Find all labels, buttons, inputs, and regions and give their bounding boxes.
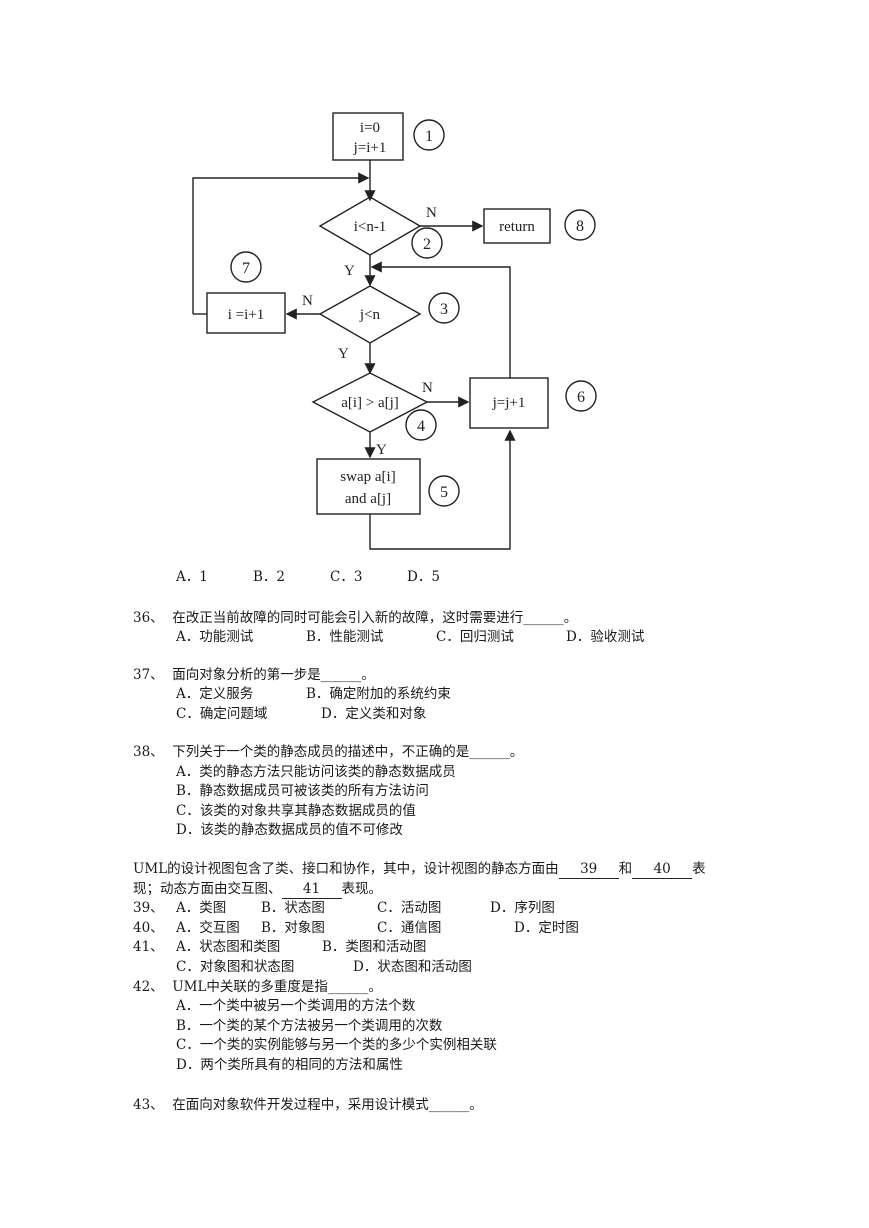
- circle-8: [564, 209, 596, 241]
- q43-stem: 43、 在面向对象软件开发过程中，采用设计模式______。: [133, 1097, 483, 1113]
- node-8-box: [483, 208, 551, 244]
- node-1-box: [332, 112, 404, 161]
- circle-3-label: 3: [440, 301, 448, 318]
- circle-2-label: 2: [423, 236, 431, 253]
- q38-option-a: A．类的静态方法只能访问该类的静态数据成员: [176, 764, 456, 780]
- q40-option-d: D．定时图: [514, 920, 579, 936]
- circle-5: [428, 475, 460, 507]
- flowchart-svg: i=0 j=i+1 i<n-1 j<n a[i] > a[j] swap a[i…: [192, 112, 597, 550]
- edge-label-n-2: N: [426, 205, 437, 221]
- q42-option-b: B．一个类的某个方法被另一个类调用的次数: [176, 1018, 443, 1034]
- q37-option-a: A．定义服务: [176, 686, 254, 702]
- circle-1-label: 1: [425, 128, 433, 145]
- q39-option-b: B．状态图: [261, 900, 325, 916]
- q38-stem: 38、 下列关于一个类的静态成员的描述中，不正确的是______。: [133, 744, 524, 760]
- q35-option-d: D．5: [407, 569, 440, 585]
- node-5-line1: swap a[i]: [340, 469, 395, 485]
- q35-option-a: A．1: [176, 569, 208, 585]
- node-1-line2: j=i+1: [353, 140, 387, 156]
- circle-2: [411, 227, 443, 259]
- stem-part1: UML的设计视图包含了类、接口和协作，其中，设计视图的静态方面由: [133, 861, 559, 877]
- stem-part2: 和: [618, 861, 633, 877]
- q40-options: 40、 A．交互图 B．对象图 C．通信图 D．定时图: [133, 919, 579, 937]
- q39-option-c: C．活动图: [377, 900, 442, 916]
- node-7-box: [206, 292, 286, 334]
- q38-option-b: B．静态数据成员可被该类的所有方法访问: [176, 783, 429, 799]
- q40-option-b: B．对象图: [261, 920, 325, 936]
- node-8-text: return: [499, 219, 535, 235]
- node-6-text: j=j+1: [492, 395, 526, 411]
- circle-8-label: 8: [576, 218, 584, 235]
- q35-option-b: B．2: [253, 569, 286, 585]
- q36-option-c: C．回归测试: [436, 629, 514, 645]
- stem-line2-part1: 现；动态方面由交互图、: [133, 881, 282, 897]
- blank-39: 39: [558, 860, 619, 879]
- node-2-text: i<n-1: [354, 219, 387, 235]
- edge-label-y-4: Y: [376, 442, 387, 458]
- circle-6-label: 6: [577, 389, 585, 406]
- circle-3: [428, 292, 460, 324]
- q41-option-b: B．类图和活动图: [322, 939, 427, 955]
- circle-4-label: 4: [417, 418, 425, 435]
- node-1-line1: i=0: [360, 120, 380, 136]
- stem-part3: 表: [692, 861, 706, 877]
- q36-options: A．功能测试 B．性能测试 C．回归测试 D．验收测试: [176, 628, 644, 646]
- q37-options-row2: C．确定问题域 D．定义类和对象: [176, 705, 426, 723]
- node-3-diamond: [318, 285, 422, 344]
- blank-41: 41: [281, 880, 342, 899]
- circle-1: [413, 119, 445, 151]
- circle-7: [230, 251, 262, 283]
- q41-option-d: D．状态图和活动图: [353, 959, 472, 975]
- q38-option-d: D．该类的静态数据成员的值不可修改: [176, 822, 403, 838]
- node-3-text: j<n: [359, 307, 381, 323]
- q41-prefix: 41、: [133, 939, 164, 955]
- node-6-box: [469, 377, 549, 429]
- q36-stem: 36、 在改正当前故障的同时可能会引入新的故障，这时需要进行______。: [133, 610, 578, 626]
- q42-stem: 42、 UML中关联的多重度是指______。: [133, 979, 382, 995]
- node-4-text: a[i] > a[j]: [341, 395, 399, 411]
- stem-line2-part2: 表现。: [341, 881, 383, 897]
- q39-option-a: A．类图: [176, 900, 227, 916]
- q35-options: A．1 B．2 C．3 D．5: [176, 568, 440, 586]
- node-5-line2: and a[j]: [345, 491, 391, 507]
- q40-prefix: 40、: [133, 920, 164, 936]
- circle-7-label: 7: [242, 260, 250, 277]
- q41-option-a: A．状态图和类图: [176, 939, 281, 955]
- q39-prefix: 39、: [133, 900, 164, 916]
- q36-option-a: A．功能测试: [176, 629, 254, 645]
- flowchart: i=0 j=i+1 i<n-1 j<n a[i] > a[j] swap a[i…: [180, 105, 610, 565]
- blank-40: 40: [632, 860, 693, 879]
- q40-option-a: A．交互图: [176, 920, 240, 936]
- q39-options: 39、 A．类图 B．状态图 C．活动图 D．序列图: [133, 899, 555, 917]
- q37-options-row1: A．定义服务 B．确定附加的系统约束: [176, 685, 451, 703]
- q42-option-c: C．一个类的实例能够与另一个类的多少个实例相关联: [176, 1037, 497, 1053]
- q37-stem: 37、 面向对象分析的第一步是______。: [133, 667, 375, 683]
- q39-option-d: D．序列图: [490, 900, 555, 916]
- q38-option-c: C．该类的对象共享其静态数据成员的值: [176, 803, 416, 819]
- q40-option-c: C．通信图: [377, 920, 442, 936]
- q36-option-d: D．验收测试: [566, 629, 645, 645]
- node-5-box: [316, 458, 421, 515]
- q37-option-d: D．定义类和对象: [321, 706, 427, 722]
- edge-label-n-3: N: [302, 293, 313, 309]
- q42-option-a: A．一个类中被另一个类调用的方法个数: [176, 998, 416, 1014]
- q37-option-b: B．确定附加的系统约束: [306, 686, 451, 702]
- edge-label-n-4: N: [422, 380, 433, 396]
- q42-option-d: D．两个类所具有的相同的方法和属性: [176, 1057, 403, 1073]
- edge-label-y-3: Y: [338, 346, 349, 362]
- q35-option-c: C．3: [330, 569, 363, 585]
- circle-5-label: 5: [440, 484, 448, 501]
- q41-options-row1: 41、 A．状态图和类图 B．类图和活动图: [133, 938, 426, 956]
- q37-option-c: C．确定问题域: [176, 706, 268, 722]
- q41-option-c: C．对象图和状态图: [176, 959, 295, 975]
- node-7-text: i =i+1: [228, 307, 265, 323]
- circle-6: [565, 380, 597, 412]
- q41-options-row2: C．对象图和状态图 D．状态图和活动图: [176, 958, 472, 976]
- q36-option-b: B．性能测试: [306, 629, 384, 645]
- circle-4: [405, 409, 437, 441]
- edge-label-y-2: Y: [344, 263, 355, 279]
